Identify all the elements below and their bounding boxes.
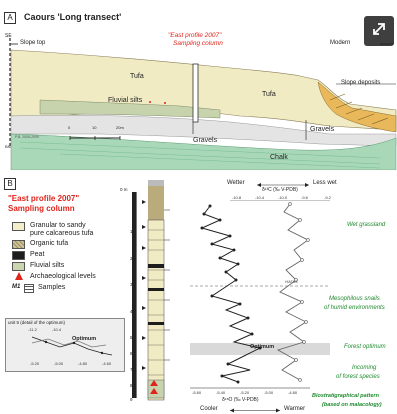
legend-swatch-fluvial [12, 262, 25, 271]
inset-top-tick-0: -11.2 [28, 327, 37, 332]
annotation-wet-grassland: Wet grassland [347, 222, 386, 228]
d18o-tick-4: -4.80 [288, 390, 298, 395]
legend-label-fluvial: Fluvial silts [30, 262, 65, 269]
panel-b-title-1: "East profile 2007" [8, 194, 80, 203]
tufa-label-left: Tufa [130, 73, 144, 80]
cooler-label: Cooler [200, 406, 218, 412]
less-wet-label: Less wet [313, 180, 337, 186]
legend-label-organic: Organic tufa [30, 240, 69, 247]
fluvial-silts-label: Fluvial silts [108, 97, 143, 104]
panel-b-title-2: Sampling column [8, 204, 75, 213]
d18o-curve [200, 205, 262, 383]
annotation-incoming-2: of forest species [336, 374, 380, 380]
d13c-tick-1: -10.4 [255, 195, 265, 200]
small-note: P.B. 2005-2009 [15, 135, 39, 139]
wetness-arrow-icon [257, 183, 309, 187]
depth-tick-2: 2 [130, 256, 133, 261]
se-label: SE [5, 33, 12, 39]
sampling-column-label-a: Sampling column [173, 40, 223, 47]
inset-bottom-tick-0: -5.20 [30, 361, 40, 366]
d18o-axis-label: δ¹⁸O (‰ V-PDB) [222, 397, 259, 403]
panel-a-title: Caours 'Long transect' [24, 12, 122, 22]
legend-label-samples: Samples [38, 284, 66, 291]
hiatus-label: HIATUS [285, 280, 298, 284]
depth-tick-3: 3 [130, 282, 133, 287]
scale-10: 10 [92, 125, 97, 130]
annotation-forest-optimum: Forest optimum [344, 344, 386, 350]
legend-swatch-peat [12, 251, 25, 260]
legend-swatch-granular [12, 222, 25, 231]
d18o-tick-3: -5.00 [264, 390, 274, 395]
slope-deposits-label: Slope deposits [341, 80, 381, 86]
slope-top-label: Slope top [20, 40, 46, 46]
annotation-biostrat-2: (based on malacology) [322, 402, 382, 408]
annotation-incoming-1: Incoming [352, 365, 377, 371]
expand-icon [371, 21, 387, 42]
east-profile-label-a: "East profile 2007" [168, 32, 222, 39]
wetter-label: Wetter [227, 180, 245, 186]
legend-arch-triangle-icon [15, 272, 23, 280]
inset-optimum-label: Optimum [72, 336, 97, 342]
d13c-tick-3: -9.6 [301, 195, 308, 200]
warmer-label: Warmer [284, 406, 306, 412]
inset-bottom-tick-3: -4.60 [102, 361, 112, 366]
optimum-inset: unit 5 (detail of the optimum) -11.2 -10… [5, 318, 125, 372]
depth-tick-4: 4 [130, 309, 133, 314]
legend-label-granular-1: Granular to sandy [30, 222, 86, 229]
inset-bottom-tick-2: -4.80 [78, 361, 88, 366]
d13c-tick-4: -9.2 [324, 195, 331, 200]
scale-0: 0 [68, 125, 71, 130]
panel-b-letter: B [4, 178, 16, 190]
d13c-curve [276, 203, 309, 381]
expand-image-button[interactable] [364, 16, 394, 46]
tufa-label-right: Tufa [262, 91, 276, 98]
legend-samples-prefix: M1 [12, 284, 21, 290]
legend-label-peat: Peat [30, 251, 45, 258]
stratigraphic-column [132, 180, 170, 401]
d13c-tick-0: -10.8 [232, 195, 242, 200]
inset-top-tick-1: -10.4 [52, 327, 62, 332]
d18o-tick-2: -5.20 [240, 390, 250, 395]
legend-label-granular-2: pure calcareous tufa [30, 230, 94, 237]
annotation-mesophilous-2: of humid environments [324, 305, 385, 311]
gravels-label-right: Gravels [310, 126, 335, 133]
legend-swatch-samples [24, 284, 34, 293]
inset-bottom-tick-1: -5.00 [54, 361, 64, 366]
d13c-tick-2: -10.0 [278, 195, 288, 200]
depth-tick-8: 8 [130, 383, 133, 388]
transect-cross-section [9, 38, 397, 170]
panel-a-letter: A [4, 12, 16, 24]
chalk-label: Chalk [270, 154, 288, 161]
depth-tick-1: 1 [130, 229, 133, 234]
modern-label: Modern [330, 40, 351, 46]
depth-tick-0: 0 m [120, 187, 128, 192]
bn-label: BN [5, 144, 11, 149]
inset-curves [31, 336, 113, 356]
depth-tick-9: 9 [130, 397, 133, 402]
optimum-label: Optimum [250, 344, 275, 350]
d18o-tick-1: -5.40 [216, 390, 226, 395]
d13c-axis-label: δ¹³C (‰ V-PDB) [262, 187, 298, 193]
scale-20: 20m [116, 125, 124, 130]
legend-label-arch: Archaeological levels [30, 273, 96, 280]
gravels-label-left: Gravels [193, 137, 218, 144]
temperature-arrow-icon [230, 408, 280, 413]
depth-tick-7: 7 [130, 367, 133, 372]
d18o-tick-0: -5.60 [192, 390, 202, 395]
depth-tick-5: 5 [130, 335, 133, 340]
legend-swatch-organic [12, 240, 25, 249]
depth-tick-6: 6 [130, 351, 133, 356]
annotation-mesophilous-1: Mesophilous snails [329, 296, 380, 302]
isotope-curves [190, 200, 330, 389]
inset-title: unit 5 (detail of the optimum) [8, 320, 66, 325]
annotation-biostrat-1: Biostratigraphical pattern [312, 393, 379, 399]
